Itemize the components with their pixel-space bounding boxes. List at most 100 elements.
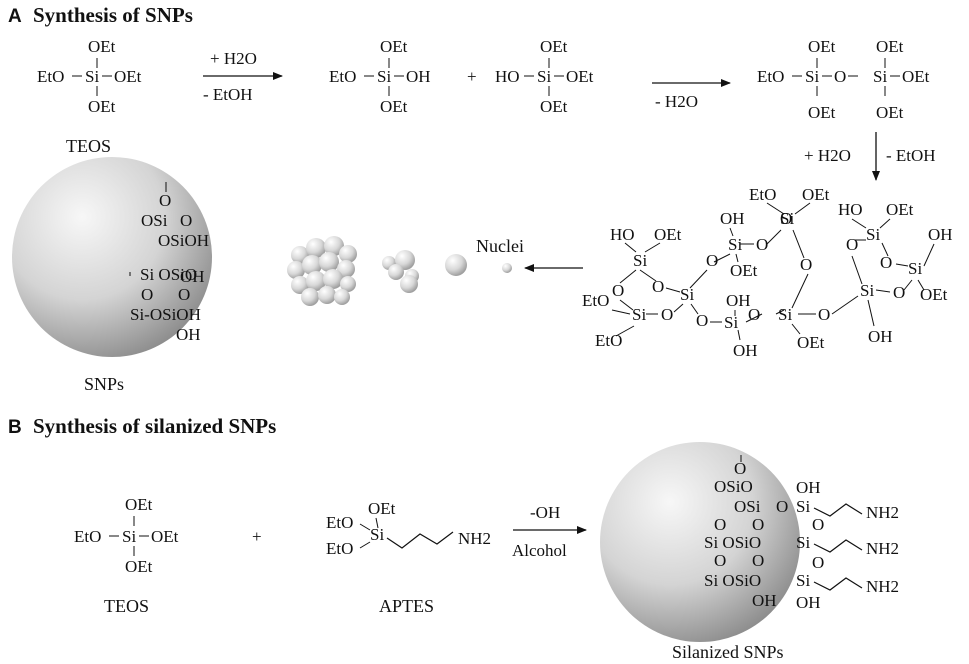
svg-text:EtO: EtO	[595, 331, 622, 350]
svg-text:OEt: OEt	[808, 103, 836, 122]
svg-text:OSi: OSi	[141, 211, 168, 230]
svg-text:O: O	[880, 253, 892, 272]
svg-text:O: O	[752, 515, 764, 534]
svg-text:O: O	[141, 285, 153, 304]
aptes-molecule: OEt EtO Si EtO NH2	[326, 499, 491, 558]
svg-text:OH: OH	[726, 291, 751, 310]
svg-text:Si: Si	[866, 225, 880, 244]
svg-text:OH: OH	[752, 591, 777, 610]
svg-text:OEt: OEt	[730, 261, 758, 280]
svg-text:OSiO: OSiO	[714, 477, 753, 496]
teos-a-oet-top: OEt	[88, 37, 116, 56]
svg-text:Si: Si	[796, 571, 810, 590]
svg-text:NH2: NH2	[458, 529, 491, 548]
nuclei-growth-sequence	[287, 236, 512, 306]
second-condition-top: + H2O	[804, 146, 851, 165]
svg-text:EtO: EtO	[326, 539, 353, 558]
svg-text:Si: Si	[778, 305, 792, 324]
svg-text:O: O	[180, 211, 192, 230]
teos-molecule-a: OEt EtO Si OEt OEt	[37, 37, 142, 116]
svg-text:EtO: EtO	[326, 513, 353, 532]
svg-text:OEt: OEt	[876, 37, 904, 56]
snps-label: SNPs	[84, 374, 124, 394]
aptes-label: APTES	[379, 596, 434, 616]
svg-text:Si: Si	[780, 209, 794, 228]
svg-text:OEt: OEt	[654, 225, 682, 244]
svg-text:Si: Si	[860, 281, 874, 300]
svg-text:O: O	[818, 305, 830, 324]
svg-text:Si: Si	[728, 235, 742, 254]
svg-text:OEt: OEt	[125, 495, 153, 514]
svg-text:OSi: OSi	[734, 497, 761, 516]
silanol2-ho: HO	[495, 67, 520, 86]
plus-sign-a: +	[467, 67, 477, 86]
svg-text:OH: OH	[868, 327, 893, 346]
silanol2-oet-top: OEt	[540, 37, 568, 56]
svg-text:OH: OH	[176, 325, 201, 344]
silanol2-oet-right: OEt	[566, 67, 594, 86]
svg-text:Si OSiO: Si OSiO	[140, 265, 197, 284]
section-a-title: Synthesis of SNPs	[33, 3, 193, 27]
svg-text:Si: Si	[724, 313, 738, 332]
svg-text:O: O	[696, 311, 708, 330]
teos-a-oet-bottom: OEt	[88, 97, 116, 116]
svg-text:O: O	[756, 235, 768, 254]
hydrolysis-condition-top: + H2O	[210, 49, 257, 68]
svg-text:O: O	[893, 283, 905, 302]
plus-sign-b: +	[252, 527, 262, 546]
snp-surface-groups: O OSi O OSiOH Si OSiO OH O O Si-OSiOH OH	[129, 182, 209, 344]
condensation-condition: - H2O	[655, 92, 698, 111]
svg-text:O: O	[800, 255, 812, 274]
section-b-title: Synthesis of silanized SNPs	[33, 414, 276, 438]
svg-text:O: O	[846, 235, 858, 254]
svg-text:EtO: EtO	[757, 67, 784, 86]
svg-text:O: O	[752, 551, 764, 570]
svg-text:EtO: EtO	[582, 291, 609, 310]
svg-text:O: O	[834, 67, 846, 86]
svg-text:OH: OH	[720, 209, 745, 228]
svg-text:O: O	[706, 251, 718, 270]
svg-text:Si OSiO: Si OSiO	[704, 571, 761, 590]
svg-text:Si: Si	[796, 533, 810, 552]
svg-text:OEt: OEt	[797, 333, 825, 352]
svg-text:Si: Si	[633, 251, 647, 270]
silanol1-eto: EtO	[329, 67, 356, 86]
svg-text:OEt: OEt	[876, 103, 904, 122]
silanol-molecule-1: OEt EtO Si OH OEt	[329, 37, 431, 116]
svg-text:OSiOH: OSiOH	[158, 231, 209, 250]
teos-a-oet-right: OEt	[114, 67, 142, 86]
svg-text:O: O	[776, 497, 788, 516]
svg-text:NH2: NH2	[866, 539, 899, 558]
svg-text:OEt: OEt	[802, 185, 830, 204]
silanol2-oet-bottom: OEt	[540, 97, 568, 116]
svg-text:OH: OH	[180, 267, 205, 286]
svg-text:O: O	[612, 281, 624, 300]
silanol2-si: Si	[537, 67, 551, 86]
svg-text:Si: Si	[122, 527, 136, 546]
section-a-letter: A	[8, 6, 22, 27]
disiloxane-molecule: OEt OEt EtO Si O Si OEt OEt OEt	[757, 37, 930, 122]
svg-text:O: O	[159, 191, 171, 210]
svg-text:HO: HO	[838, 200, 863, 219]
svg-text:OEt: OEt	[151, 527, 179, 546]
svg-text:O: O	[714, 515, 726, 534]
svg-text:OH: OH	[796, 478, 821, 497]
svg-text:O: O	[661, 305, 673, 324]
svg-text:O: O	[178, 285, 190, 304]
base-condition: -OH	[530, 503, 560, 522]
svg-text:NH2: NH2	[866, 503, 899, 522]
svg-text:OH: OH	[733, 341, 758, 360]
svg-text:Si: Si	[796, 497, 810, 516]
svg-text:O: O	[714, 551, 726, 570]
svg-text:HO: HO	[610, 225, 635, 244]
svg-text:OEt: OEt	[920, 285, 948, 304]
svg-text:OEt: OEt	[886, 200, 914, 219]
solvent-condition: Alcohol	[512, 541, 567, 560]
nuclei-label: Nuclei	[476, 236, 524, 256]
teos-molecule-b: OEt EtO Si OEt OEt	[74, 495, 179, 576]
silanol1-oet-bottom: OEt	[380, 97, 408, 116]
silanol1-si: Si	[377, 67, 391, 86]
svg-text:OEt: OEt	[902, 67, 930, 86]
silanized-surface-groups: O OSiO OSi O O O Si OSiO O O Si OSiO OH …	[704, 455, 899, 612]
